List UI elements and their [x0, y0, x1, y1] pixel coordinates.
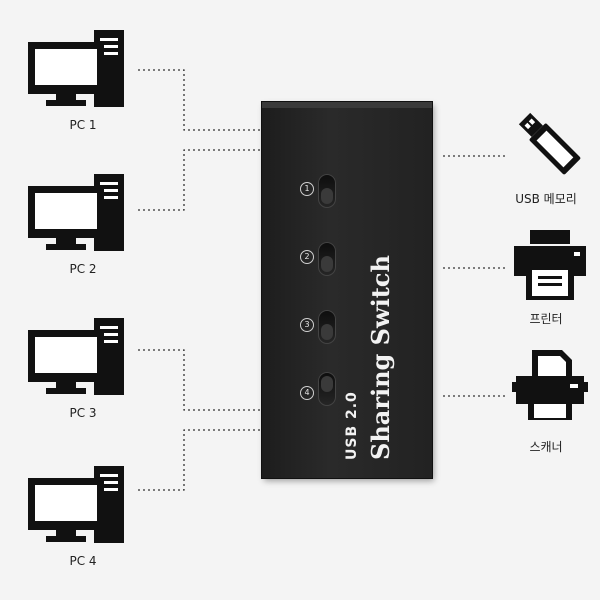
brand-main: Sharing Switch — [366, 255, 395, 460]
pc-4: PC 4 — [28, 466, 128, 576]
usb-label: USB 메모리 — [515, 192, 577, 206]
pc-1-label: PC 1 — [69, 118, 97, 132]
scanner-icon — [512, 350, 588, 420]
port-3-toggle[interactable] — [318, 310, 336, 344]
pc-3-label: PC 3 — [69, 406, 97, 420]
computer-icon — [28, 466, 124, 543]
printer-icon — [514, 230, 586, 300]
pc-4-label: PC 4 — [69, 554, 97, 568]
switch-brand: Sharing Switch USB 2.0 — [344, 248, 426, 468]
usb-sharing-switch: 1 2 3 4 — [262, 102, 432, 478]
port-2-toggle[interactable] — [318, 242, 336, 276]
computer-icon — [28, 174, 124, 251]
wire-pc2 — [138, 149, 262, 211]
pc-3: PC 3 — [28, 318, 128, 428]
toggle-knob — [321, 324, 333, 340]
switch-top-edge — [262, 102, 432, 108]
wire-pc4 — [138, 429, 262, 491]
scanner-label: 스캐너 — [529, 440, 563, 454]
computer-icon — [28, 318, 124, 395]
port-number-4: 4 — [300, 386, 314, 400]
port-1-toggle[interactable] — [318, 174, 336, 208]
port-4-toggle[interactable] — [318, 372, 336, 406]
computer-icon — [28, 30, 124, 107]
toggle-knob — [321, 188, 333, 204]
device-scanner: 스캐너 — [500, 346, 600, 466]
wire-pc1 — [138, 69, 262, 131]
port-number-3: 3 — [300, 318, 314, 332]
device-printer: 프린터 — [500, 228, 600, 338]
wire-pc3 — [138, 349, 262, 411]
toggle-knob — [321, 376, 333, 392]
port-number-2: 2 — [300, 250, 314, 264]
usb-drive-icon — [518, 112, 581, 175]
device-usb: USB 메모리 — [500, 104, 600, 214]
pc-2: PC 2 — [28, 174, 128, 284]
printer-label: 프린터 — [529, 312, 563, 326]
port-number-1: 1 — [300, 182, 314, 196]
pc-1: PC 1 — [28, 30, 128, 140]
toggle-knob — [321, 256, 333, 272]
brand-sub: USB 2.0 — [344, 391, 360, 460]
pc-2-label: PC 2 — [69, 262, 97, 276]
